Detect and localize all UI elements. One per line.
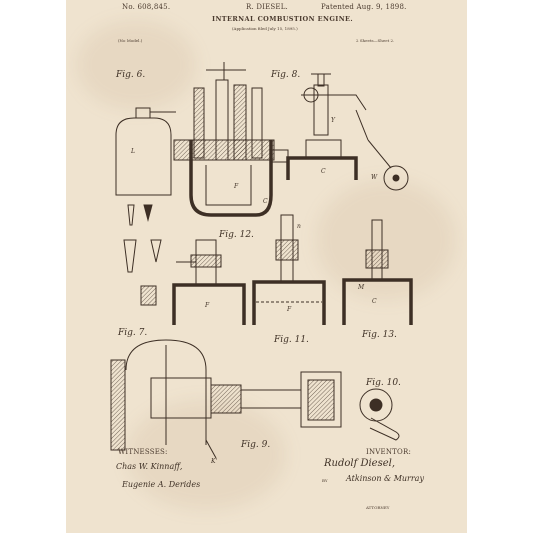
model-note: (No Model.) bbox=[118, 38, 143, 43]
part-label: M bbox=[358, 284, 365, 291]
fig9-drawing bbox=[110, 339, 342, 459]
part-label: C bbox=[263, 198, 268, 205]
fig13-drawing bbox=[342, 219, 413, 325]
figure-caption: Fig. 6. bbox=[116, 70, 146, 80]
part-label: F bbox=[205, 302, 210, 309]
part-label: W bbox=[371, 174, 378, 181]
witness-signature: Chas W. Kinnaff, bbox=[116, 462, 183, 471]
part-label: Y bbox=[331, 117, 335, 124]
inventor-label: INVENTOR: bbox=[366, 448, 412, 456]
fig6-drawing bbox=[115, 62, 289, 217]
figure-caption: Fig. 12. bbox=[219, 230, 254, 240]
part-label: K' bbox=[211, 458, 218, 465]
part-label: n bbox=[297, 223, 301, 230]
figure-caption: Fig. 13. bbox=[362, 330, 397, 340]
attorney-label: ATTORNEY bbox=[366, 505, 390, 510]
fig7-drawing bbox=[123, 204, 162, 306]
figure-caption: Fig. 9. bbox=[241, 440, 271, 450]
figure-caption: Fig. 8. bbox=[271, 70, 301, 80]
fig8-drawing bbox=[286, 73, 409, 191]
attorney-signature: Atkinson & Murray bbox=[346, 474, 424, 483]
paper-stain bbox=[76, 20, 196, 110]
part-label: F bbox=[287, 306, 292, 313]
figure-caption: Fig. 11. bbox=[274, 335, 309, 345]
patent-drawing bbox=[110, 62, 413, 459]
inventor-signature: Rudolf Diesel, bbox=[324, 458, 396, 469]
part-label: C bbox=[372, 298, 377, 305]
part-label: L bbox=[131, 148, 135, 155]
fig10-drawing bbox=[359, 388, 400, 441]
figure-caption: Fig. 7. bbox=[118, 328, 148, 338]
fig12-drawing bbox=[172, 239, 246, 325]
by-label: BY bbox=[322, 478, 328, 483]
sheet-number: 2 Sheets—Sheet 2. bbox=[356, 38, 395, 43]
application-date: (Application filed July 15, 1895.) bbox=[232, 26, 298, 31]
witness-signature: Eugenie A. Derides bbox=[122, 480, 201, 489]
patented-date: Patented Aug. 9, 1898. bbox=[321, 3, 407, 11]
figure-caption: Fig. 10. bbox=[366, 378, 401, 388]
patent-sheet: No. 608,845. R. DIESEL. Patented Aug. 9,… bbox=[66, 0, 467, 533]
fig11-drawing bbox=[252, 214, 326, 325]
part-label: F bbox=[234, 183, 239, 190]
part-label: C bbox=[321, 168, 326, 175]
patent-number: No. 608,845. bbox=[122, 3, 171, 11]
witnesses-label: WITNESSES: bbox=[118, 448, 168, 456]
invention-title: INTERNAL COMBUSTION ENGINE. bbox=[212, 15, 354, 23]
inventor-name-header: R. DIESEL. bbox=[246, 3, 288, 11]
